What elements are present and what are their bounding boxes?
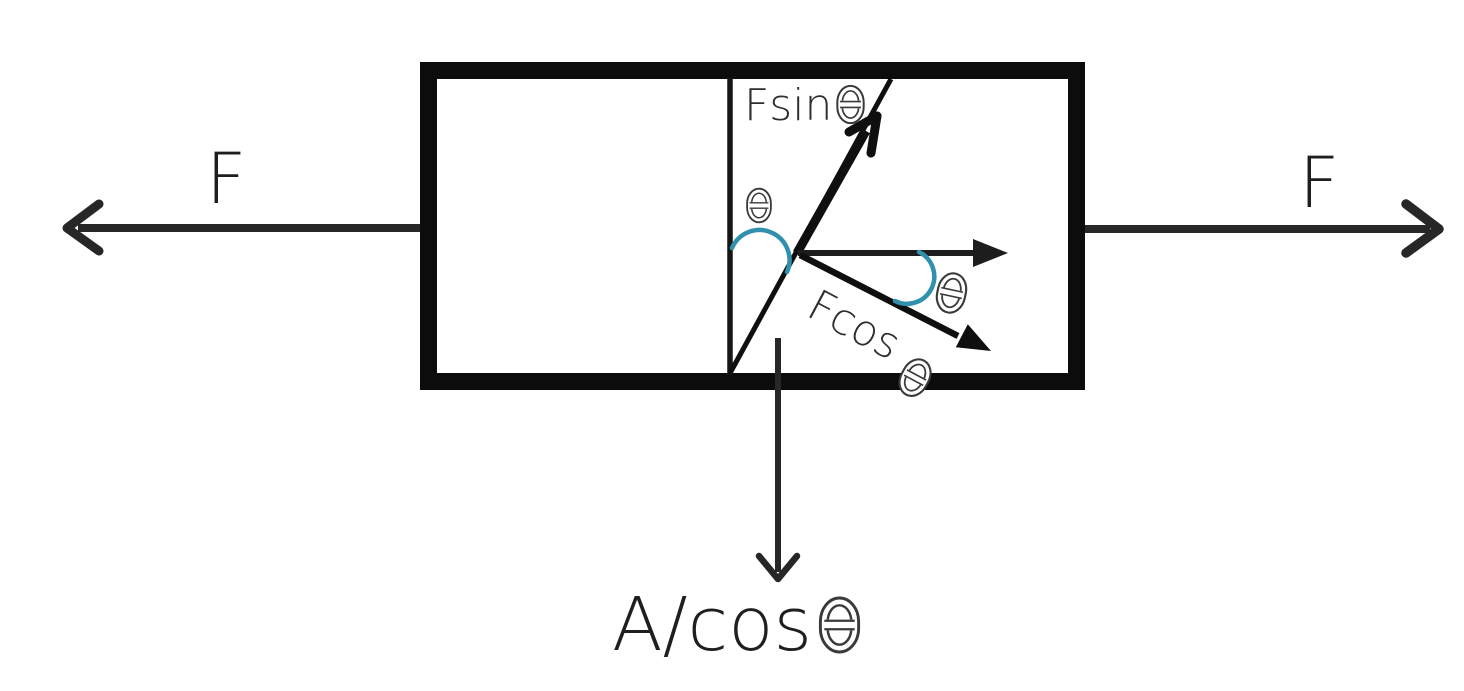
horizontal-axis-arrowhead [973,239,1008,267]
fsin-text: Fsin [744,80,833,131]
area-arrowhead [755,552,801,583]
fcos-arrow-shaft [798,252,960,339]
fcos-arrowhead [955,324,991,351]
section-area-text: A/cos [612,582,813,668]
angle-arc-right [892,249,937,307]
force-left-label: F [206,144,246,214]
force-right-arrowhead [1401,199,1444,258]
section-area-label: A/cos [612,588,862,662]
angle-arc-left [729,227,792,275]
theta-icon [745,186,773,225]
specimen-box [420,62,1085,390]
fsin-label: Fsin [744,84,866,128]
fsin-arrowhead [844,111,882,158]
force-left-text: F [206,138,247,220]
theta-icon [817,594,862,656]
theta-icon [835,83,866,126]
fsin-arrow-shaft [793,128,870,256]
force-right-text: F [1299,142,1340,224]
force-right-label: F [1299,148,1339,218]
force-left-arrowhead [62,199,104,256]
